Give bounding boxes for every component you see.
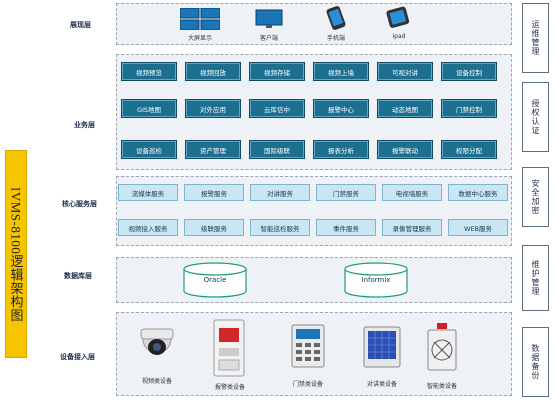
business-layer-label: 业务层 bbox=[74, 121, 95, 129]
core-service: 电视墙服务 bbox=[382, 184, 442, 201]
business-module: 视频上墙 bbox=[313, 62, 369, 81]
business-module: 国际级联 bbox=[249, 140, 305, 159]
mobile-phone-icon bbox=[324, 6, 348, 30]
oracle-label: Oracle bbox=[203, 276, 227, 284]
core-service: 门禁服务 bbox=[316, 184, 376, 201]
side-panel: 安全加密 bbox=[522, 167, 549, 227]
alarm-panel-icon bbox=[212, 318, 246, 378]
device-item-label: 报警类设备 bbox=[214, 384, 245, 391]
business-module: 门禁控制 bbox=[441, 99, 497, 118]
device-item-label: 视频类设备 bbox=[141, 378, 172, 385]
display-item-label: ipad bbox=[392, 33, 406, 40]
business-module: GIS地图 bbox=[121, 99, 177, 118]
business-module: 动态地图 bbox=[377, 99, 433, 118]
core-service-layer-label: 核心服务层 bbox=[62, 200, 97, 208]
core-service-layer bbox=[116, 176, 512, 246]
business-module: 设备控制 bbox=[441, 62, 497, 81]
device-item-label: 门禁类设备 bbox=[292, 381, 323, 388]
core-service: 数据中心服务 bbox=[448, 184, 508, 201]
core-service: 录像管理服务 bbox=[382, 219, 442, 236]
side-panel: 授权认证 bbox=[522, 82, 549, 152]
intercom-icon bbox=[362, 325, 402, 369]
core-service: WEB服务 bbox=[448, 219, 508, 236]
business-module: 视频存储 bbox=[249, 62, 305, 81]
diagram-title-text: IVMS-8100逻辑架构图 bbox=[8, 186, 24, 322]
side-panel-label: 数据备份 bbox=[531, 344, 540, 380]
database-layer bbox=[116, 257, 512, 303]
business-module: 报警联动 bbox=[377, 140, 433, 159]
core-service: 报警服务 bbox=[184, 184, 244, 201]
business-module: 视频预览 bbox=[121, 62, 177, 81]
business-module: 资产管理 bbox=[185, 140, 241, 159]
smart-device-icon bbox=[426, 322, 458, 372]
business-module: 权限分配 bbox=[441, 140, 497, 159]
side-panel: 维护管理 bbox=[522, 245, 549, 311]
core-service: 智能巡检服务 bbox=[250, 219, 310, 236]
client-monitor-icon bbox=[255, 9, 283, 29]
core-service: 事件服务 bbox=[316, 219, 376, 236]
diagram-title: IVMS-8100逻辑架构图 bbox=[5, 150, 27, 358]
core-service: 流媒体服务 bbox=[118, 184, 178, 201]
tablet-icon bbox=[386, 6, 412, 30]
side-panel-label: 授权认证 bbox=[531, 99, 540, 135]
business-module: 云库信中 bbox=[249, 99, 305, 118]
business-module: 对外应用 bbox=[185, 99, 241, 118]
device-access-layer-label: 设备接入层 bbox=[60, 353, 95, 361]
core-service: 对讲服务 bbox=[250, 184, 310, 201]
side-panel: 数据备份 bbox=[522, 327, 549, 397]
display-layer-label: 展现层 bbox=[70, 21, 91, 29]
business-module: 设备巡检 bbox=[121, 140, 177, 159]
display-item-label: 大屏显示 bbox=[187, 35, 212, 42]
informix-label: Informix bbox=[361, 276, 391, 284]
device-item-label: 对讲类设备 bbox=[366, 381, 397, 388]
big-screen-icon bbox=[179, 7, 221, 31]
side-panel-label: 维护管理 bbox=[531, 260, 540, 296]
business-module: 报表分析 bbox=[313, 140, 369, 159]
informix-database-icon bbox=[343, 262, 409, 302]
display-item-label: 手机端 bbox=[326, 35, 345, 42]
business-module: 视频回放 bbox=[185, 62, 241, 81]
business-module: 可视对讲 bbox=[377, 62, 433, 81]
device-item-label: 智能类设备 bbox=[426, 383, 457, 390]
core-service: 视频接入服务 bbox=[118, 219, 178, 236]
side-panel: 运维管理 bbox=[522, 3, 549, 73]
display-item-label: 客户端 bbox=[259, 35, 278, 42]
dome-camera-icon bbox=[135, 325, 179, 367]
side-panel-label: 安全加密 bbox=[531, 179, 540, 215]
database-layer-label: 数据库层 bbox=[64, 272, 92, 280]
oracle-database-icon bbox=[182, 262, 248, 302]
access-control-icon bbox=[290, 323, 326, 369]
core-service: 级联服务 bbox=[184, 219, 244, 236]
business-module: 报警中心 bbox=[313, 99, 369, 118]
side-panel-label: 运维管理 bbox=[531, 20, 540, 56]
